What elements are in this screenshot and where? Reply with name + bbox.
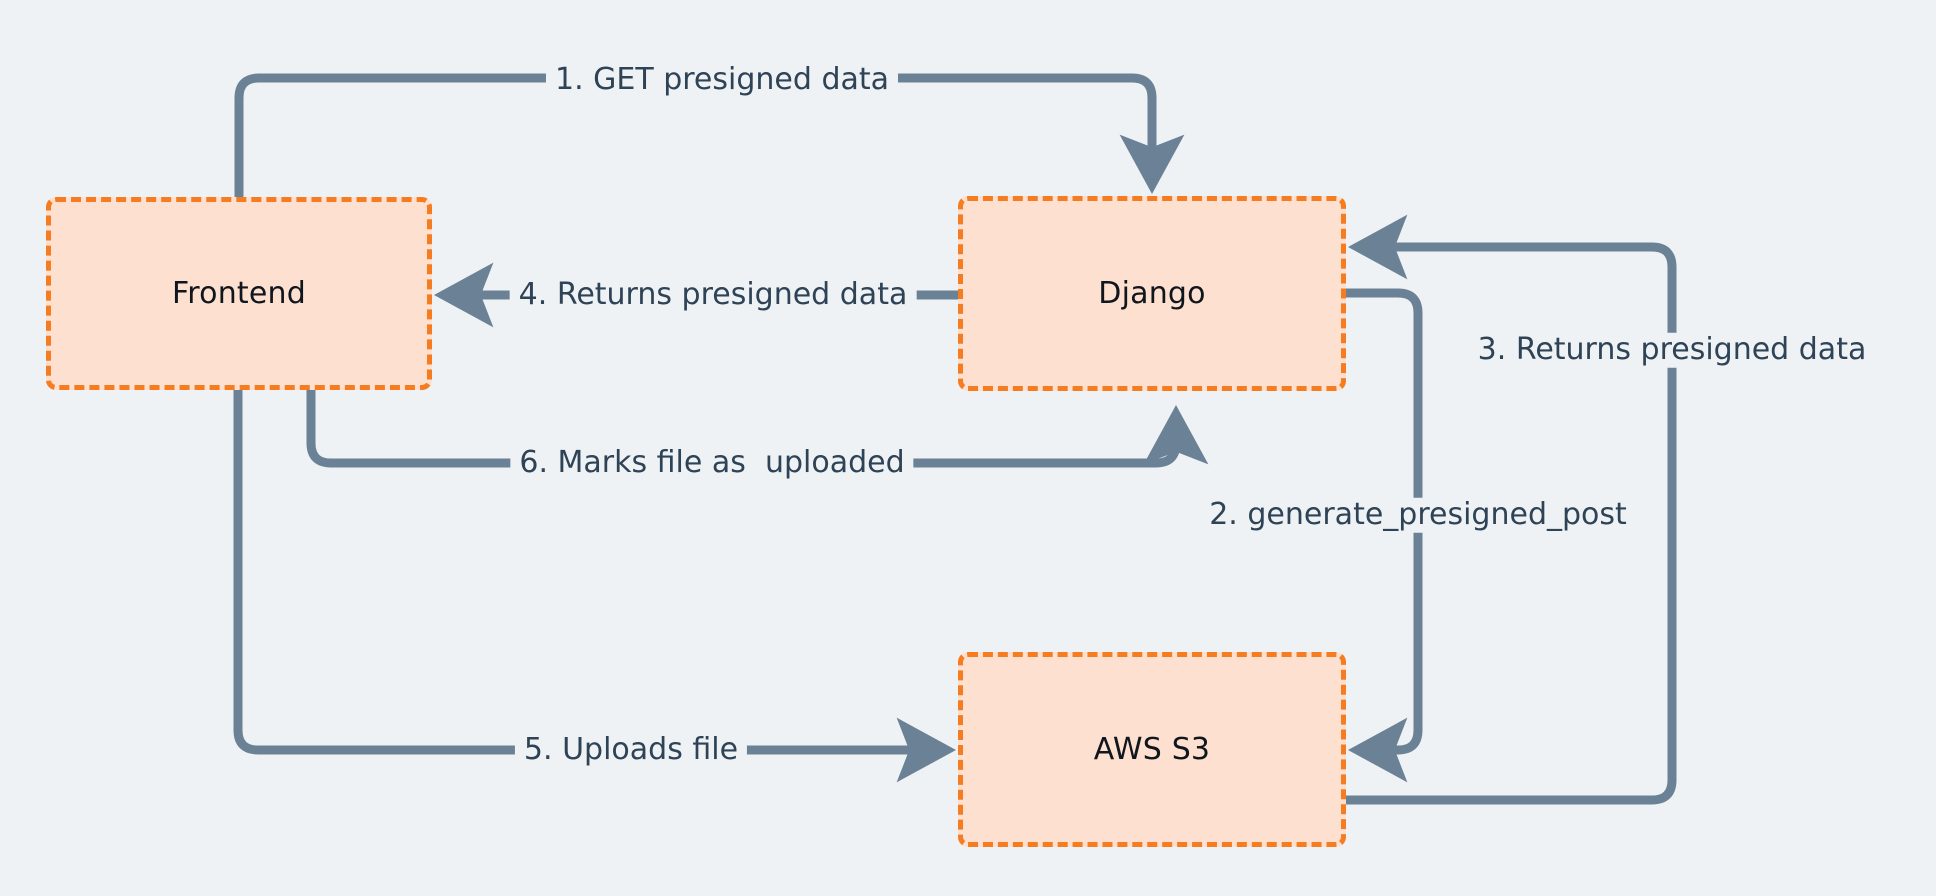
node-django[interactable]: Django [958,196,1346,391]
edge-label-2: 2. generate_presigned_post [1200,497,1636,533]
edge-path-3 [1341,214,1677,805]
node-django-label: Django [1098,276,1206,311]
edge-label-1: 1. GET presigned data [545,62,899,98]
edge-label-3: 3. Returns presigned data [1468,332,1876,368]
node-frontend[interactable]: Frontend [46,197,432,390]
node-aws-s3[interactable]: AWS S3 [958,652,1346,847]
edge-label-5: 5. Uploads file [514,732,748,768]
edge-path-5 [233,385,957,783]
edge-label-6: 6. Marks file as uploaded [510,445,914,481]
edge-label-4: 4. Returns presigned data [509,277,917,313]
node-frontend-label: Frontend [172,276,306,311]
node-aws-s3-label: AWS S3 [1093,732,1211,767]
